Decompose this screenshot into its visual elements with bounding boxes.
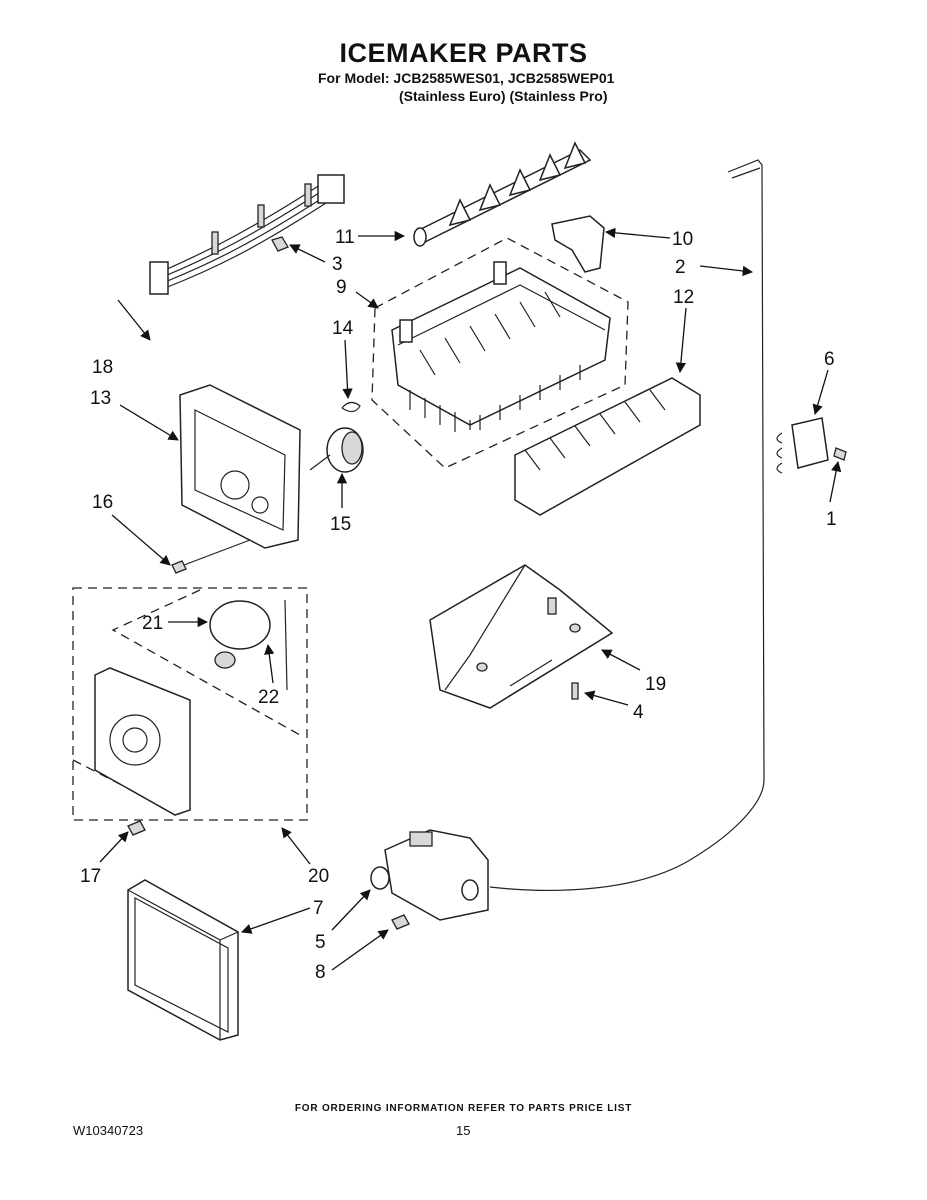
clip-part — [271, 236, 289, 252]
callout-4: 4 — [633, 702, 644, 723]
callout-7: 7 — [313, 898, 324, 919]
callout-labels: 11 10 3 2 9 12 14 6 18 13 15 1 16 21 22 … — [80, 227, 837, 983]
callout-19: 19 — [645, 674, 666, 695]
wire-clip-part — [341, 401, 361, 413]
callout-17: 17 — [80, 866, 101, 887]
callout-20: 20 — [308, 866, 329, 887]
callout-8: 8 — [315, 962, 326, 983]
module-plate-part — [94, 667, 191, 816]
cover-part — [429, 564, 614, 709]
ejector-part — [413, 141, 592, 247]
leader-lines — [99, 227, 842, 971]
screw-16-part — [171, 539, 251, 574]
control-cover-part — [127, 879, 239, 1041]
screw-17-part — [127, 820, 146, 836]
callout-2: 2 — [675, 257, 686, 278]
callout-22: 22 — [258, 687, 279, 708]
bracket-part — [551, 215, 605, 273]
fill-tube-part — [489, 159, 765, 891]
screw-8-part — [391, 914, 410, 930]
stripper-part — [514, 377, 701, 516]
callout-9: 9 — [336, 277, 347, 298]
thermostat-part — [309, 427, 364, 473]
callout-5: 5 — [315, 932, 326, 953]
callout-13: 13 — [90, 388, 111, 409]
mold-part — [391, 261, 611, 432]
mold-assembly-boundary — [371, 237, 629, 469]
callout-16: 16 — [92, 492, 113, 513]
callout-14: 14 — [332, 318, 354, 339]
callout-6: 6 — [824, 349, 835, 370]
page-title: ICEMAKER PARTS — [339, 38, 588, 68]
control-housing-part — [179, 384, 301, 549]
document-number: W10340723 — [73, 1123, 144, 1138]
callout-21: 21 — [142, 613, 163, 634]
callout-11: 11 — [335, 227, 355, 248]
screw-4-part — [571, 682, 579, 700]
page-number: 15 — [456, 1123, 471, 1138]
callout-1: 1 — [826, 509, 837, 530]
callout-15: 15 — [330, 514, 351, 535]
callout-10: 10 — [672, 229, 693, 250]
motor-part — [209, 599, 288, 691]
callout-18: 18 — [92, 357, 113, 378]
callout-3: 3 — [332, 254, 343, 275]
mount-bracket-part — [776, 417, 847, 474]
model-line: For Model: JCB2585WES01, JCB2585WEP01 — [318, 70, 615, 86]
callout-12: 12 — [673, 287, 694, 308]
module-assembly-boundary — [72, 587, 308, 821]
wire-harness-part — [149, 174, 345, 295]
variant-line: (Stainless Euro) (Stainless Pro) — [399, 88, 608, 104]
water-valve-part — [370, 829, 489, 921]
ordering-note: FOR ORDERING INFORMATION REFER TO PARTS … — [294, 1103, 633, 1114]
